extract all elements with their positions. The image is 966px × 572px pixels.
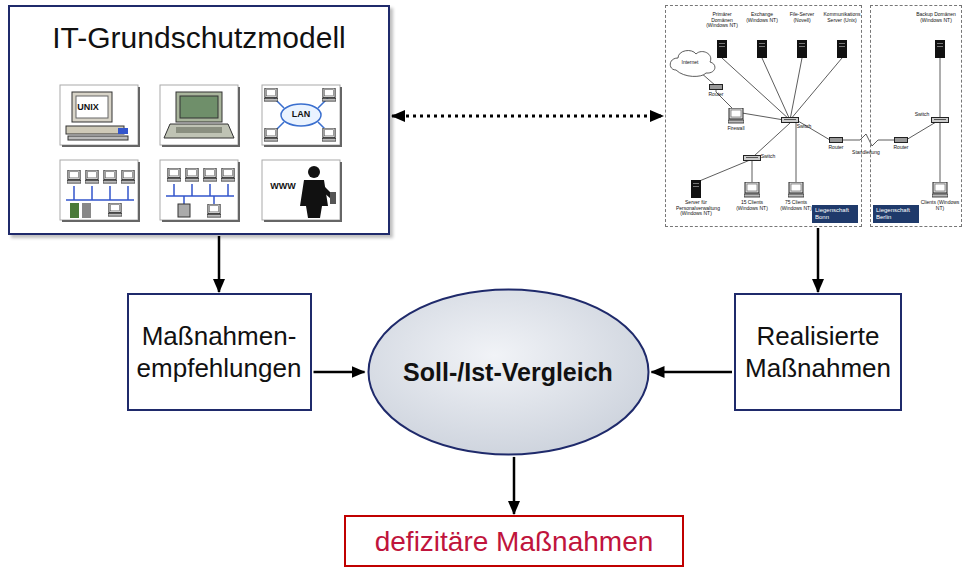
network-label: Server für Personalverwaltung (Windows N… — [676, 200, 716, 217]
node-text: Maßnahmen- empfehlungen — [129, 320, 310, 385]
network-label: Internet — [675, 60, 705, 66]
network-label: Standleitung — [846, 150, 886, 156]
network-label: Kommunikations Server (Unix) — [822, 12, 862, 23]
network-label: Exchange (Windows NT) — [742, 12, 782, 23]
process-box: Realisierte Maßnahmen — [734, 293, 902, 411]
dotted-arrow — [392, 115, 663, 118]
icon-shadows — [62, 87, 341, 221]
network-label: 15 Clients (Windows NT) — [734, 200, 770, 211]
network-label: Switch — [793, 124, 815, 130]
network-label: Router — [889, 145, 913, 151]
icon-label: LAN — [284, 110, 318, 120]
network-label: Router — [824, 145, 848, 151]
network-label: Firewall — [722, 126, 750, 132]
network-label: Primärer Domänen (Windows NT) — [702, 12, 742, 29]
flow-arrow — [513, 457, 516, 514]
flow-arrow — [652, 371, 733, 374]
network-label: File-Server (Novell) — [782, 12, 822, 23]
result-box: defizitäre Maßnahmen — [344, 515, 684, 567]
node-text: IT-Grundschutzmodell — [10, 21, 388, 55]
node-text: Realisierte Maßnahmen — [736, 320, 900, 385]
process-box: Maßnahmen- empfehlungen — [127, 293, 312, 411]
site-band: Liegenschaft Bonn — [812, 205, 858, 223]
network-icon — [66, 170, 135, 218]
www-icon — [300, 166, 336, 218]
network-label: Switch — [757, 154, 779, 160]
model-box: IT-Grundschutzmodell — [8, 5, 390, 235]
flow-arrow — [314, 371, 365, 374]
lan-icon — [264, 88, 336, 141]
network-label: Router — [703, 92, 729, 98]
laptop-icon — [164, 92, 234, 138]
site-band: Liegenschaft Berlin — [873, 205, 919, 223]
icon-label: UNIX — [72, 103, 104, 113]
network-symbols — [670, 40, 948, 198]
flow-arrow — [218, 236, 221, 292]
network-icon — [166, 168, 235, 217]
network-label: Switch — [911, 112, 933, 118]
icon-label: WWW — [268, 182, 298, 192]
network-wires — [697, 58, 940, 182]
comparison-ellipse: Soll-/Ist-Vergleich — [367, 288, 650, 456]
network-label: Clients (Windows NT) — [920, 200, 960, 211]
node-text: defizitäre Maßnahmen — [375, 524, 654, 559]
node-text: Soll-/Ist-Vergleich — [403, 358, 613, 387]
site-region: Liegenschaft Bonn — [665, 5, 862, 227]
unix-icon — [66, 92, 128, 140]
icon-frames — [60, 85, 340, 220]
network-label: 75 Clients (Windows NT) — [779, 200, 813, 211]
network-label: Backup Domänen (Windows NT) — [916, 12, 956, 23]
flow-arrow — [817, 228, 820, 292]
